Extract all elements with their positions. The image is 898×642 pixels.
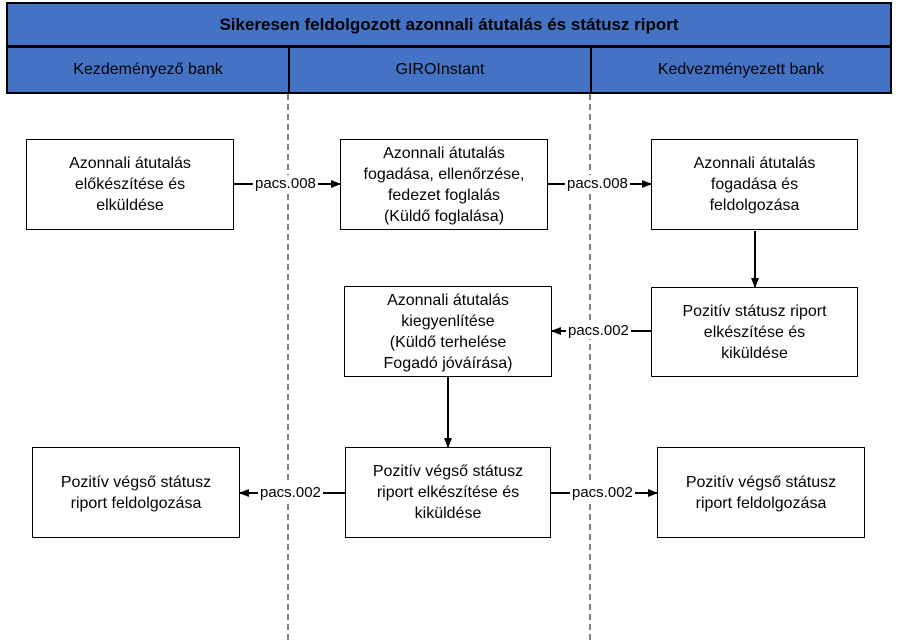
message-label-pacs002-1: pacs.002 — [566, 322, 631, 339]
box-final-status-process-initiator: Pozitív végső státusz riport feldolgozás… — [32, 447, 240, 538]
message-label-pacs008-1: pacs.008 — [253, 175, 318, 192]
box-receive-check-reserve: Azonnali átutalás fogadása, ellenőrzése,… — [340, 139, 548, 230]
message-label-pacs002-3: pacs.002 — [570, 484, 635, 501]
box-receive-process: Azonnali átutalás fogadása és feldolgozá… — [651, 139, 858, 230]
message-label-pacs008-2: pacs.008 — [565, 175, 630, 192]
message-label-pacs002-2: pacs.002 — [258, 484, 323, 501]
box-prepare-transfer: Azonnali átutalás előkészítése és elküld… — [26, 139, 234, 230]
box-final-status-process-beneficiary: Pozitív végső státusz riport feldolgozás… — [657, 447, 865, 538]
lane-header-initiator: Kezdeményező bank — [6, 46, 290, 94]
box-positive-status-report: Pozitív státusz riport elkészítése és ki… — [651, 287, 858, 377]
box-final-status-report-create: Pozitív végső státusz riport elkészítése… — [345, 447, 551, 538]
box-settlement: Azonnali átutalás kiegyenlítése (Küldő t… — [344, 286, 552, 377]
lane-header-beneficiary: Kedvezményezett bank — [590, 46, 892, 94]
lane-header-giro: GIROInstant — [288, 46, 592, 94]
diagram-title: Sikeresen feldolgozott azonnali átutalás… — [6, 2, 892, 47]
